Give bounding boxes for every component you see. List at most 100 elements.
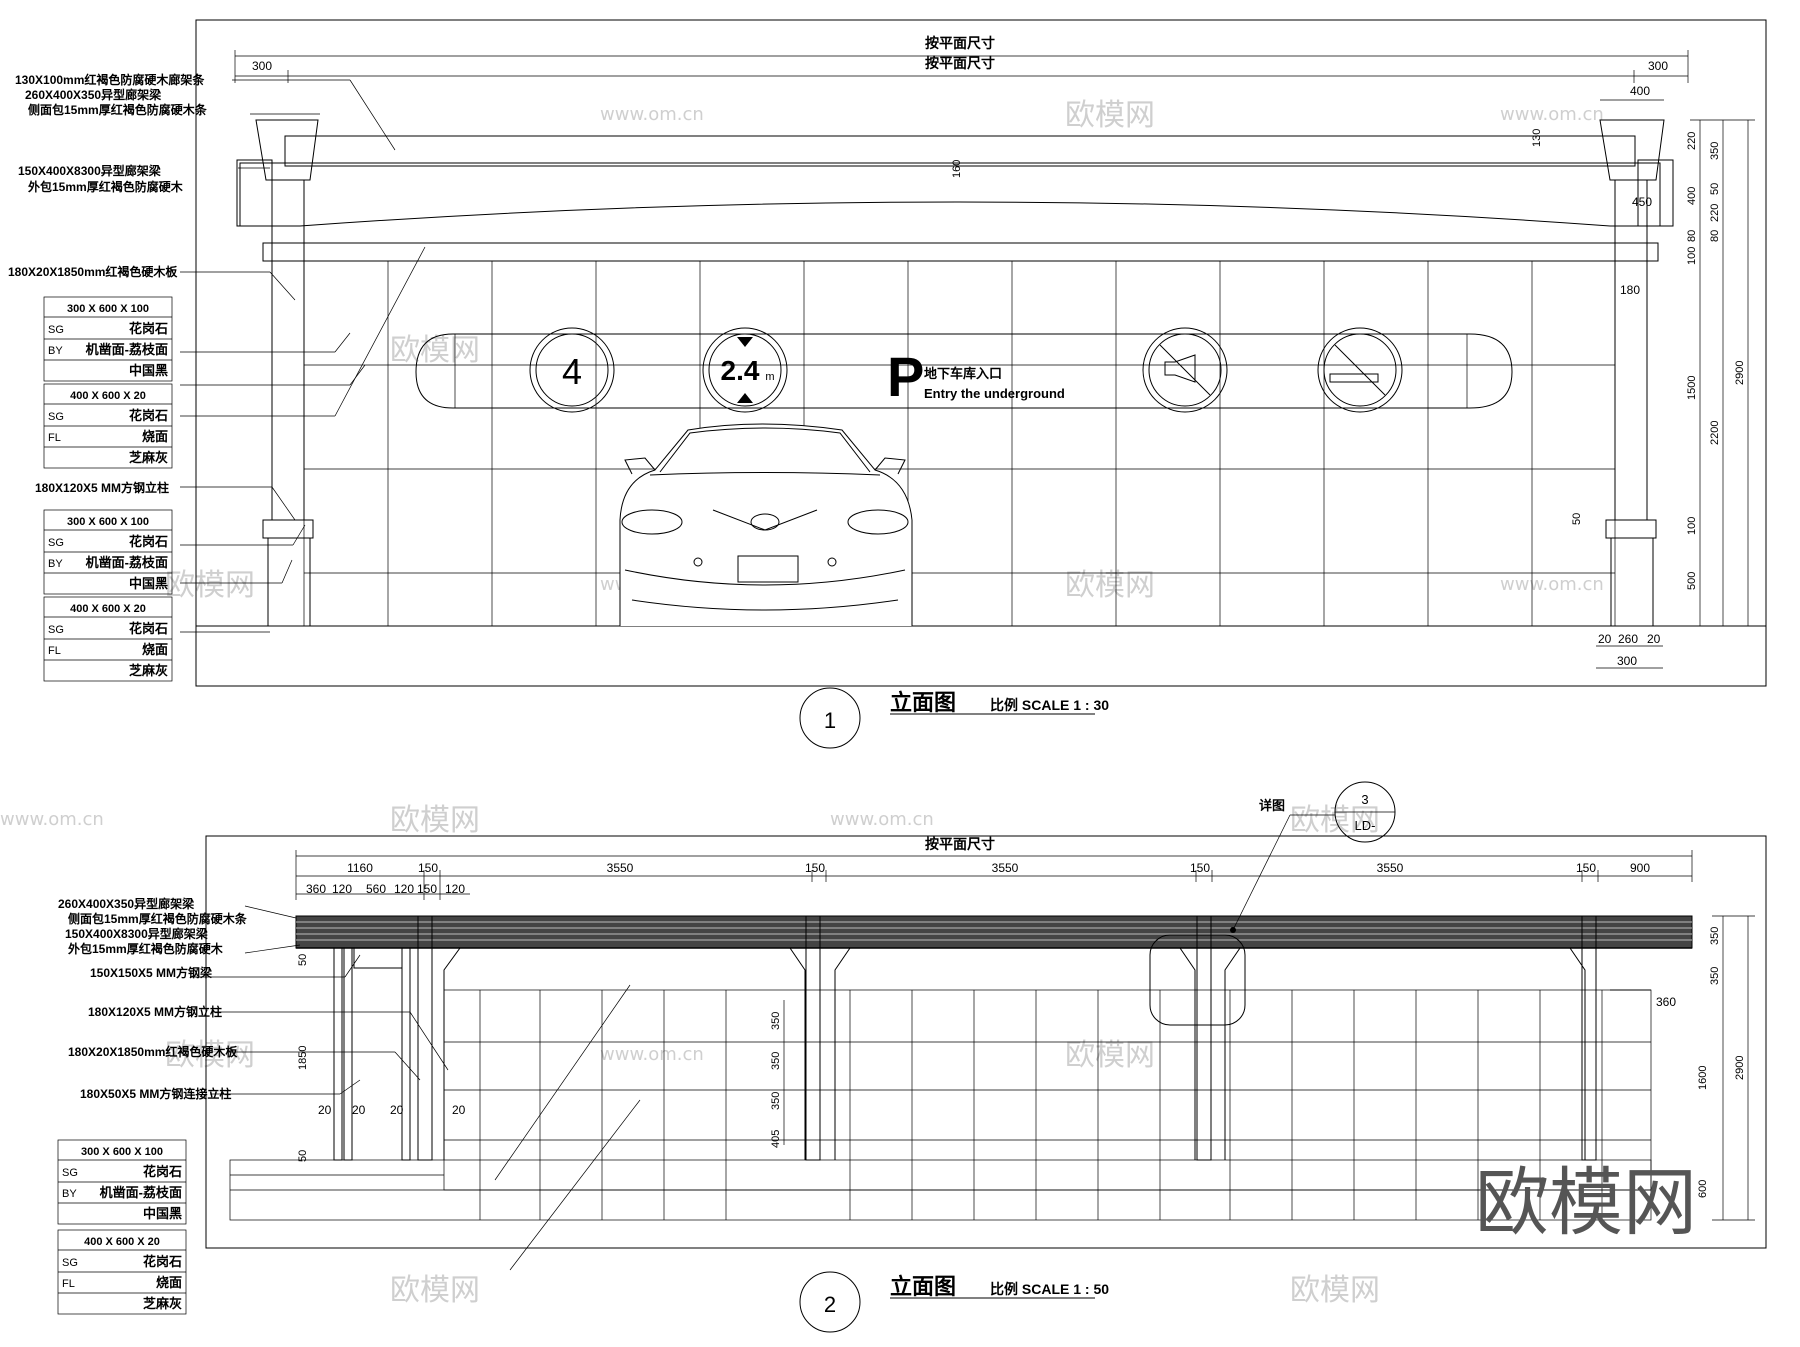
svg-text:50: 50 — [297, 954, 309, 966]
svg-text:150X150X5 MM方钢梁: 150X150X5 MM方钢梁 — [90, 965, 212, 980]
svg-text:中国黑: 中国黑 — [129, 363, 168, 378]
speed-limit-value: 4 — [562, 351, 582, 392]
svg-text:80: 80 — [1709, 230, 1721, 242]
leader-lines-1 — [180, 79, 426, 633]
elevation-1-scale: 比例 SCALE 1 : 30 — [990, 697, 1109, 713]
svg-text:120: 120 — [332, 882, 352, 896]
elevation-1-frame — [195, 19, 1767, 687]
svg-text:100: 100 — [1686, 247, 1698, 265]
spec-table: 400 X 600 X 20 SG 花岗石 FL 烧面 芝麻灰 — [57, 1229, 187, 1315]
column-base-right — [1610, 537, 1654, 627]
svg-text:220: 220 — [1686, 132, 1698, 150]
svg-text:2900: 2900 — [1734, 1056, 1746, 1080]
detail-ref: LD- — [1355, 818, 1376, 833]
sign-text-en: Entry the underground — [924, 386, 1065, 401]
car-front-view — [619, 423, 913, 626]
svg-text:300 X 600 X 100: 300 X 600 X 100 — [67, 303, 149, 315]
svg-text:1160: 1160 — [347, 861, 373, 875]
svg-text:FL: FL — [48, 432, 61, 444]
svg-text:150: 150 — [418, 861, 438, 875]
svg-text:120: 120 — [394, 882, 414, 896]
svg-text:机凿面-荔枝面: 机凿面-荔枝面 — [100, 1185, 182, 1200]
view-number-2: 2 — [824, 1292, 836, 1317]
label-slat: 130X100mm红褐色防腐硬木廊架条 — [15, 72, 205, 87]
svg-text:BY: BY — [48, 558, 63, 570]
pergola-frames — [443, 947, 1651, 1160]
watermark-text: 欧模网 — [1065, 1038, 1155, 1073]
svg-text:560: 560 — [366, 882, 386, 896]
detail-number: 3 — [1361, 792, 1368, 807]
svg-text:300 X 600 X 100: 300 X 600 X 100 — [67, 516, 149, 528]
watermark-url: www.om.cn — [830, 809, 934, 830]
roof-beam — [239, 162, 1661, 227]
dim-top-right: 300 — [1648, 59, 1668, 73]
sign-pattern-panel — [454, 333, 1468, 409]
svg-text:1850: 1850 — [297, 1046, 309, 1070]
stone-wall-grid-2 — [229, 989, 1652, 1221]
svg-text:400: 400 — [1686, 187, 1698, 205]
svg-text:花岗石: 花岗石 — [129, 408, 168, 423]
column-left — [271, 179, 305, 521]
svg-text:350: 350 — [1709, 927, 1721, 945]
svg-text:2900: 2900 — [1734, 361, 1746, 385]
svg-text:20: 20 — [1647, 632, 1661, 646]
svg-text:400 X 600 X 20: 400 X 600 X 20 — [70, 390, 146, 402]
watermark-logo: 欧模网 — [1475, 1160, 1697, 1246]
svg-text:20: 20 — [1598, 632, 1612, 646]
dim-top-left: 300 — [252, 59, 272, 73]
svg-text:中国黑: 中国黑 — [129, 576, 168, 591]
svg-text:405: 405 — [770, 1130, 782, 1148]
svg-text:芝麻灰: 芝麻灰 — [129, 450, 168, 465]
watermark-url: www.om.cn — [0, 809, 104, 830]
spec-table: 400 X 600 X 20 SG 花岗石 FL 烧面 芝麻灰 — [43, 383, 173, 469]
svg-text:SG: SG — [48, 624, 64, 636]
watermark-text: 欧模网 — [390, 1273, 480, 1308]
svg-text:600: 600 — [1697, 1180, 1709, 1198]
svg-text:20: 20 — [352, 1103, 366, 1117]
watermark-text: 欧模网 — [165, 568, 255, 603]
svg-text:SG: SG — [48, 537, 64, 549]
svg-text:360: 360 — [1656, 995, 1676, 1009]
svg-text:360: 360 — [306, 882, 326, 896]
detail-label: 详图 — [1259, 798, 1285, 813]
svg-text:1500: 1500 — [1686, 376, 1698, 400]
column-cap-left — [255, 119, 319, 181]
view-number-1: 1 — [824, 708, 836, 733]
svg-text:350: 350 — [770, 1012, 782, 1030]
elevation-1-title: 立面图 — [890, 690, 956, 715]
svg-text:SG: SG — [62, 1257, 78, 1269]
svg-text:花岗石: 花岗石 — [129, 534, 168, 549]
svg-text:150: 150 — [1190, 861, 1210, 875]
svg-text:50: 50 — [1709, 183, 1721, 195]
stone-wall-grid — [303, 260, 1616, 627]
svg-text:130: 130 — [1531, 129, 1543, 147]
svg-text:20: 20 — [318, 1103, 332, 1117]
column-right — [1614, 179, 1648, 521]
svg-text:350: 350 — [770, 1052, 782, 1070]
detail-callout-box — [1149, 934, 1246, 1026]
label-main-beam-cladding: 外包15mm厚红褐色防腐硬木 — [28, 179, 184, 194]
svg-text:400 X 600 X 20: 400 X 600 X 20 — [70, 603, 146, 615]
svg-text:260: 260 — [1618, 632, 1638, 646]
watermark-text: 欧模网 — [1065, 98, 1155, 133]
svg-text:烧面: 烧面 — [156, 1275, 182, 1290]
svg-text:160: 160 — [951, 160, 963, 178]
svg-text:3550: 3550 — [607, 861, 634, 875]
watermark-url: www.om.cn — [600, 1044, 704, 1065]
svg-text:SG: SG — [62, 1167, 78, 1179]
svg-text:220: 220 — [1709, 204, 1721, 222]
svg-text:3550: 3550 — [1377, 861, 1404, 875]
height-limit-unit: m — [765, 371, 774, 383]
elevation-2: 按平面尺寸 1160 150 3550 150 3550 150 3550 15… — [57, 781, 1767, 1333]
watermark-text: 欧模网 — [390, 803, 480, 838]
svg-text:侧面包15mm厚红褐色防腐硬木条: 侧面包15mm厚红褐色防腐硬木条 — [68, 911, 248, 926]
svg-text:180X20X1850mm红褐色硬木板: 180X20X1850mm红褐色硬木板 — [68, 1044, 238, 1059]
watermark-url: www.om.cn — [1500, 574, 1604, 595]
svg-text:花岗石: 花岗石 — [129, 321, 168, 336]
svg-text:2200: 2200 — [1709, 421, 1721, 445]
svg-text:150: 150 — [1576, 861, 1596, 875]
parking-p-icon: P — [887, 345, 924, 408]
svg-text:120: 120 — [445, 882, 465, 896]
roof-slat — [284, 135, 1636, 167]
